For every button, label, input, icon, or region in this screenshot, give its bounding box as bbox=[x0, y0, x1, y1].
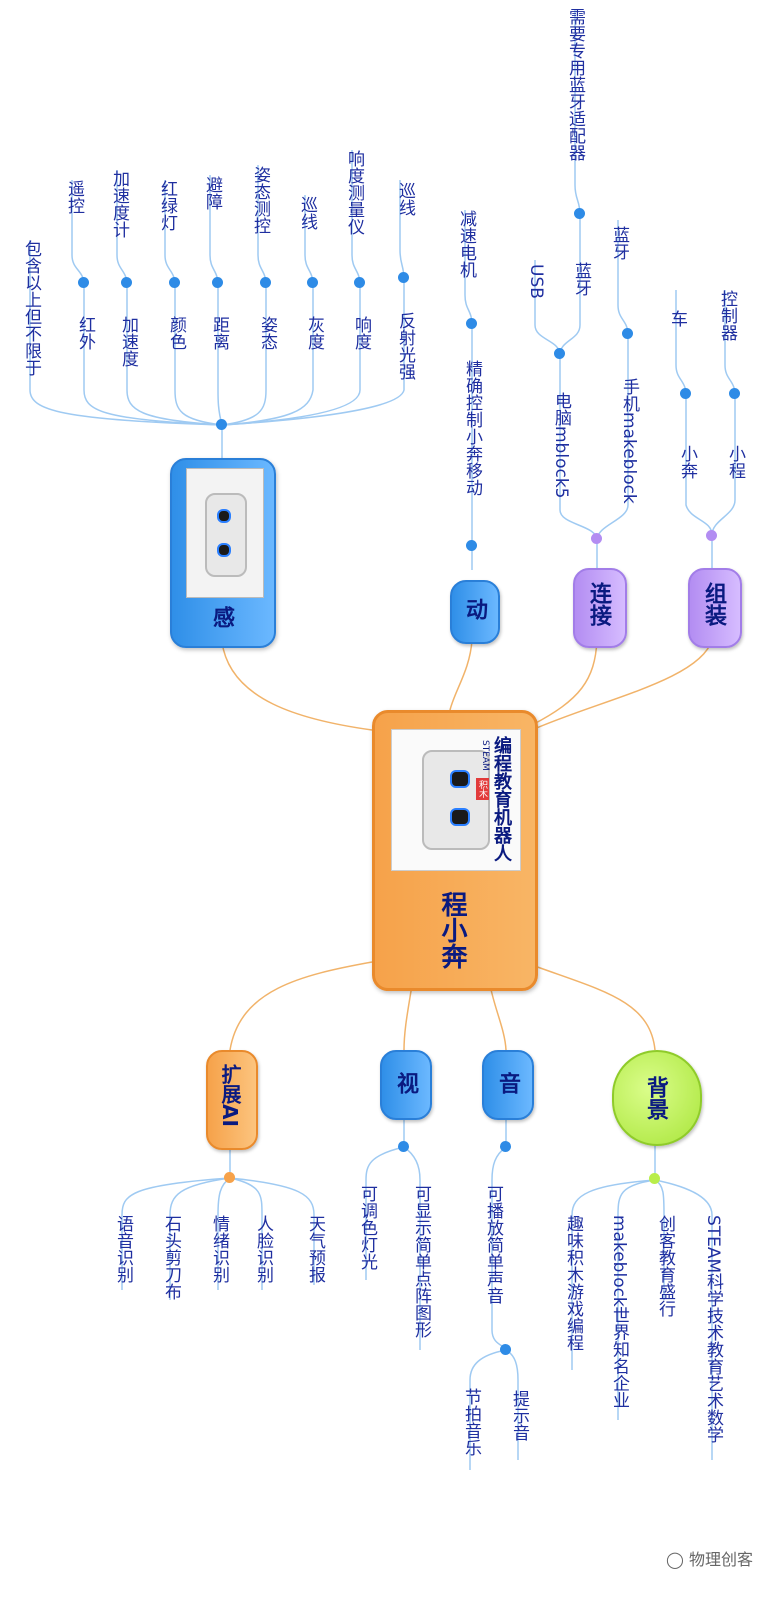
yin-tishiyin: 提示音 bbox=[509, 1390, 529, 1441]
node-dot bbox=[466, 540, 477, 551]
node-dot bbox=[622, 328, 633, 339]
node-dot bbox=[260, 277, 271, 288]
node-dot bbox=[500, 1141, 511, 1152]
lianjie-shipeiqi: 需要专用蓝牙适配器 bbox=[565, 8, 585, 161]
gan-huidu: 灰度 bbox=[304, 316, 324, 350]
gan-yaokong: 遥控 bbox=[64, 180, 84, 214]
branch-shi-label: 视 bbox=[393, 1072, 418, 1094]
gan-xiangduceliangyi: 响度测量仪 bbox=[344, 150, 364, 235]
branch-kuozhan[interactable]: 扩展AI bbox=[206, 1050, 258, 1150]
branch-yin[interactable]: 音 bbox=[482, 1050, 534, 1120]
node-dot bbox=[354, 277, 365, 288]
branch-yin-label: 音 bbox=[495, 1072, 520, 1094]
gan-hongwai: 红外 bbox=[75, 316, 95, 350]
kuozhan-renlian: 人脸识别 bbox=[253, 1215, 273, 1283]
zuzhuang-xiaoben: 小奔 bbox=[677, 445, 697, 479]
gan-xunxian-c: 巡线 bbox=[297, 196, 317, 230]
gan-xiangdu: 响度 bbox=[351, 316, 371, 350]
branch-kuozhan-label: 扩展AI bbox=[218, 1064, 242, 1127]
branch-lianjie[interactable]: 连接 bbox=[573, 568, 627, 648]
gan-baohan: 包含以上但不限于 bbox=[21, 240, 41, 376]
node-dot bbox=[574, 208, 585, 219]
node-dot bbox=[554, 348, 565, 359]
branch-dong-label: 动 bbox=[462, 598, 487, 620]
node-dot bbox=[398, 1141, 409, 1152]
branch-gan-label: 感 bbox=[209, 606, 234, 628]
robot-body bbox=[205, 493, 247, 577]
gan-yanse: 颜色 bbox=[166, 316, 186, 350]
zuzhuang-kongzhiqi: 控制器 bbox=[717, 290, 737, 341]
shi-dengguang: 可调色灯光 bbox=[357, 1185, 377, 1270]
branch-zuzhuang-label: 组装 bbox=[701, 582, 726, 626]
robot-product-image: 编程教育机器人 STEAM 积木 bbox=[391, 729, 521, 871]
gan-jiasuduji: 加速度计 bbox=[109, 170, 129, 238]
node-dot bbox=[500, 1344, 511, 1355]
beijing-makeblock: makeblock世界知名企业 bbox=[609, 1215, 629, 1409]
lianjie-shouji: 手机makeblock bbox=[619, 378, 639, 504]
node-dot bbox=[307, 277, 318, 288]
robot-eye-left bbox=[217, 509, 231, 523]
node-dot bbox=[212, 277, 223, 288]
image-subtitle: STEAM bbox=[480, 740, 490, 771]
kuozhan-shitou: 石头剪刀布 bbox=[161, 1215, 181, 1300]
branch-beijing-label: 背景 bbox=[643, 1076, 668, 1120]
kuozhan-yuyin: 语音识别 bbox=[113, 1215, 133, 1283]
shi-dianzhen: 可显示简单点阵图形 bbox=[411, 1185, 431, 1338]
dong-jiansu: 减速电机 bbox=[456, 210, 476, 278]
beijing-quwei: 趣味积木游戏编程 bbox=[563, 1215, 583, 1351]
kuozhan-tianqi: 天气预报 bbox=[305, 1215, 325, 1283]
image-title: 编程教育机器人 bbox=[491, 736, 512, 862]
yin-jiepai: 节拍音乐 bbox=[461, 1388, 481, 1456]
beijing-steam: STEAM科学技术教育艺术数学 bbox=[703, 1215, 723, 1444]
robot-sensor-image bbox=[186, 468, 264, 598]
branch-dong[interactable]: 动 bbox=[450, 580, 500, 644]
robot-eye-right bbox=[450, 808, 470, 826]
robot-eye-right bbox=[217, 543, 231, 557]
robot-body bbox=[422, 750, 490, 850]
branch-shi[interactable]: 视 bbox=[380, 1050, 432, 1120]
watermark-text: 物理创客 bbox=[688, 1550, 753, 1569]
wechat-icon: ◯ bbox=[665, 1550, 684, 1569]
gan-juli: 距离 bbox=[209, 316, 229, 350]
node-dot bbox=[649, 1173, 660, 1184]
robot-eye-left bbox=[450, 770, 470, 788]
lianjie-lanya: 蓝牙 bbox=[609, 226, 629, 260]
branch-gan[interactable]: 感 bbox=[170, 458, 276, 648]
lianjie-usb: USB bbox=[526, 264, 546, 299]
gan-zitai: 姿态 bbox=[257, 316, 277, 350]
node-dot bbox=[706, 530, 717, 541]
node-dot bbox=[466, 318, 477, 329]
beijing-chuangke: 创客教育盛行 bbox=[655, 1215, 675, 1317]
node-dot bbox=[169, 277, 180, 288]
gan-zitaicekong: 姿态测控 bbox=[250, 166, 270, 234]
gan-fanshe: 反射光强 bbox=[395, 312, 415, 380]
branch-beijing[interactable]: 背景 bbox=[612, 1050, 702, 1146]
node-dot bbox=[398, 272, 409, 283]
zuzhuang-xiaocheng: 小程 bbox=[725, 445, 745, 479]
lianjie-lanya2: 蓝牙 bbox=[571, 262, 591, 296]
gan-bizhang: 避障 bbox=[202, 176, 222, 210]
node-dot bbox=[680, 388, 691, 399]
gan-honglvdeng: 红绿灯 bbox=[157, 180, 177, 231]
gan-jiasudu: 加速度 bbox=[118, 316, 138, 367]
dong-jingque: 精确控制小奔移动 bbox=[462, 360, 482, 496]
center-node[interactable]: 编程教育机器人 STEAM 积木 程小奔 bbox=[372, 710, 538, 991]
center-label: 程小奔 bbox=[437, 891, 467, 969]
node-dot bbox=[121, 277, 132, 288]
branch-zuzhuang[interactable]: 组装 bbox=[688, 568, 742, 648]
kuozhan-qingxu: 情绪识别 bbox=[209, 1215, 229, 1283]
zuzhuang-che: 车 bbox=[667, 310, 687, 327]
image-badge: 积木 bbox=[476, 778, 489, 800]
node-dot bbox=[591, 533, 602, 544]
node-dot bbox=[224, 1172, 235, 1183]
yin-bofang: 可播放简单声音 bbox=[483, 1185, 503, 1304]
node-dot bbox=[729, 388, 740, 399]
node-dot bbox=[78, 277, 89, 288]
watermark: ◯ 物理创客 bbox=[666, 1546, 753, 1570]
branch-lianjie-label: 连接 bbox=[586, 582, 611, 626]
lianjie-diannao: 电脑mblock5 bbox=[551, 392, 571, 499]
node-dot bbox=[216, 419, 227, 430]
gan-xunxian-a: 巡线 bbox=[395, 182, 415, 216]
